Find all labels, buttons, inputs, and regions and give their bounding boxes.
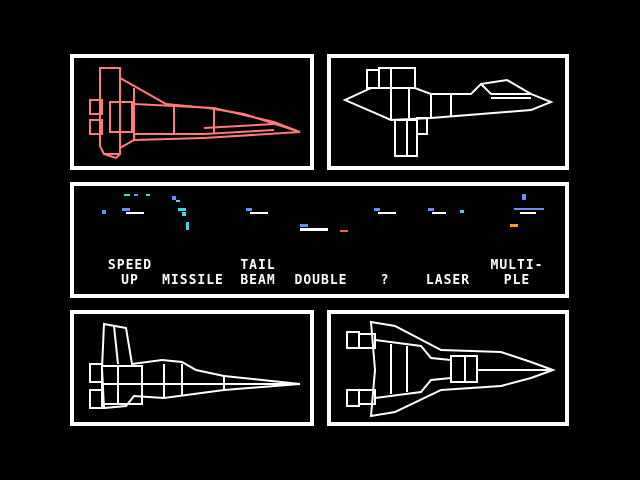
powerup-unknown-label: ?: [380, 273, 390, 288]
fighter-ship-1-icon: [89, 67, 301, 160]
ship-select-panel-2[interactable]: [327, 54, 569, 170]
fighter-ship-3-icon: [89, 322, 301, 410]
powerup-missile-label: MISSILE: [162, 273, 224, 288]
option-sprite-icon: [510, 194, 544, 227]
double-sprite-icon: [300, 224, 348, 232]
fighter-ship-2-icon: [342, 67, 554, 157]
powerup-multiple-label: MULTI-PLE: [490, 258, 544, 288]
tailbeam-sprite-icon: [246, 208, 268, 214]
laser-sprite-icon: [374, 208, 464, 214]
ship-select-panel-4[interactable]: [327, 310, 569, 426]
powerup-sprites: [102, 194, 544, 232]
ship-select-panel-3[interactable]: [70, 310, 314, 426]
speedup-sprite-icon: [102, 194, 150, 214]
fighter-ship-4-icon: [346, 320, 556, 418]
powerup-laser-label: LASER: [425, 273, 471, 288]
missile-sprite-icon: [172, 196, 189, 230]
ship-select-panel-1[interactable]: [70, 54, 314, 170]
powerup-double-label: DOUBLE: [294, 273, 348, 288]
